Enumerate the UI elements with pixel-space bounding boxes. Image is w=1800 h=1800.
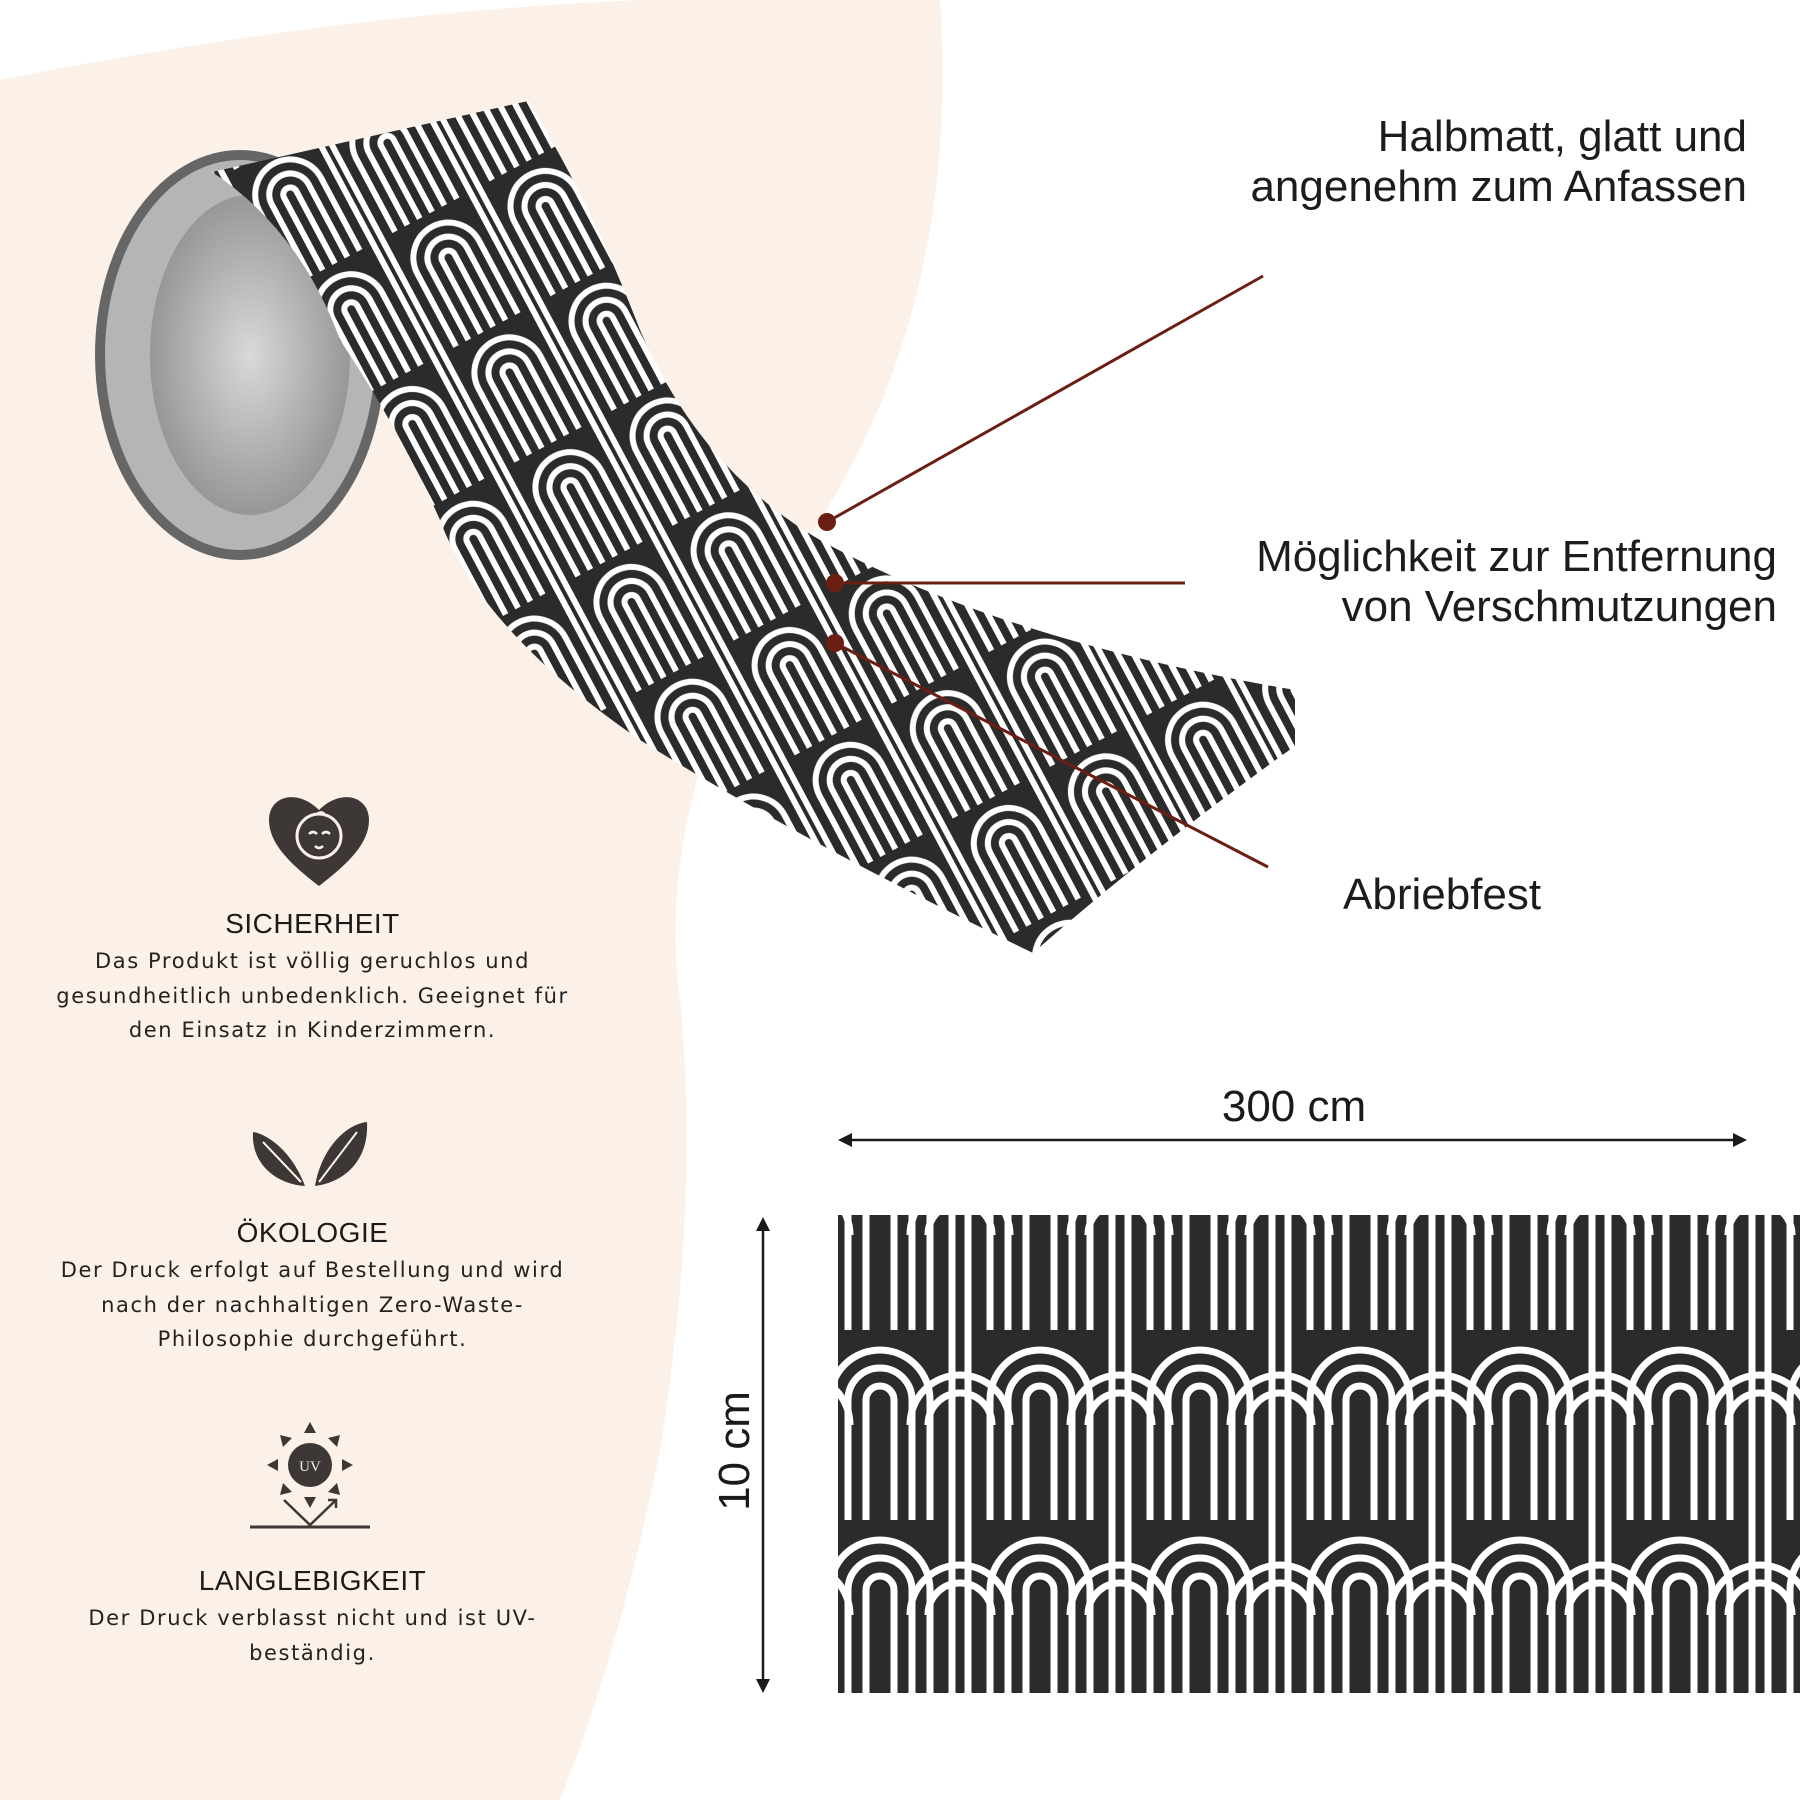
feature-text-line: gesundheitlich unbedenklich. Geeignet fü… [56,983,569,1008]
callout-finish: Halbmatt, glatt und angenehm zum Anfasse… [1250,112,1747,212]
feature-text-line: beständig. [249,1640,376,1665]
width-label: 300 cm [1221,1082,1367,1131]
feature-text-line: den Einsatz in Kinderzimmern. [128,1018,497,1042]
feature-safety: SICHERHEIT Das Produkt ist völlig geruch… [40,908,585,1048]
feature-text-line: Der Druck verblasst nicht und ist UV- [88,1606,537,1630]
feature-title: LANGLEBIGKEIT [198,1565,427,1596]
callout-cleaning-line2: von Verschmutzungen [1341,582,1777,631]
callout-finish-line2: angenehm zum Anfassen [1250,162,1747,211]
feature-durability: LANGLEBIGKEIT Der Druck verblasst nicht … [40,1565,585,1670]
callout-abrasion-line1: Abriebfest [1343,870,1542,919]
height-label: 10 cm [710,1391,759,1511]
callout-cleaning: Möglichkeit zur Entfernung von Verschmut… [1256,532,1777,632]
feature-text-line: nach der nachhaltigen Zero-Waste- [101,1292,524,1317]
callout-dot-cleaning [826,574,844,592]
uv-label: UV [299,1459,321,1475]
callout-dot-finish [818,513,836,531]
baby-heart-icon [269,797,369,886]
callout-finish-line1: Halbmatt, glatt und [1377,112,1747,161]
feature-text-line: Das Produkt ist völlig geruchlos und [94,949,531,973]
feature-text-line: Der Druck erfolgt auf Bestellung und wir… [60,1258,565,1282]
callout-cleaning-line1: Möglichkeit zur Entfernung [1256,532,1777,581]
feature-ecology: ÖKOLOGIE Der Druck erfolgt auf Bestellun… [40,1217,585,1357]
uv-sun-icon: UV [250,1422,370,1529]
feature-title: ÖKOLOGIE [236,1217,389,1248]
callout-lines [826,274,1269,869]
feature-text-line: Philosophie durchgeführt. [157,1327,468,1351]
leaves-icon [252,1122,368,1186]
callout-dot-abrasion [826,634,844,652]
feature-title: SICHERHEIT [225,908,400,939]
callout-abrasion: Abriebfest [1343,870,1541,920]
flat-pattern-sample [838,1215,1800,1693]
